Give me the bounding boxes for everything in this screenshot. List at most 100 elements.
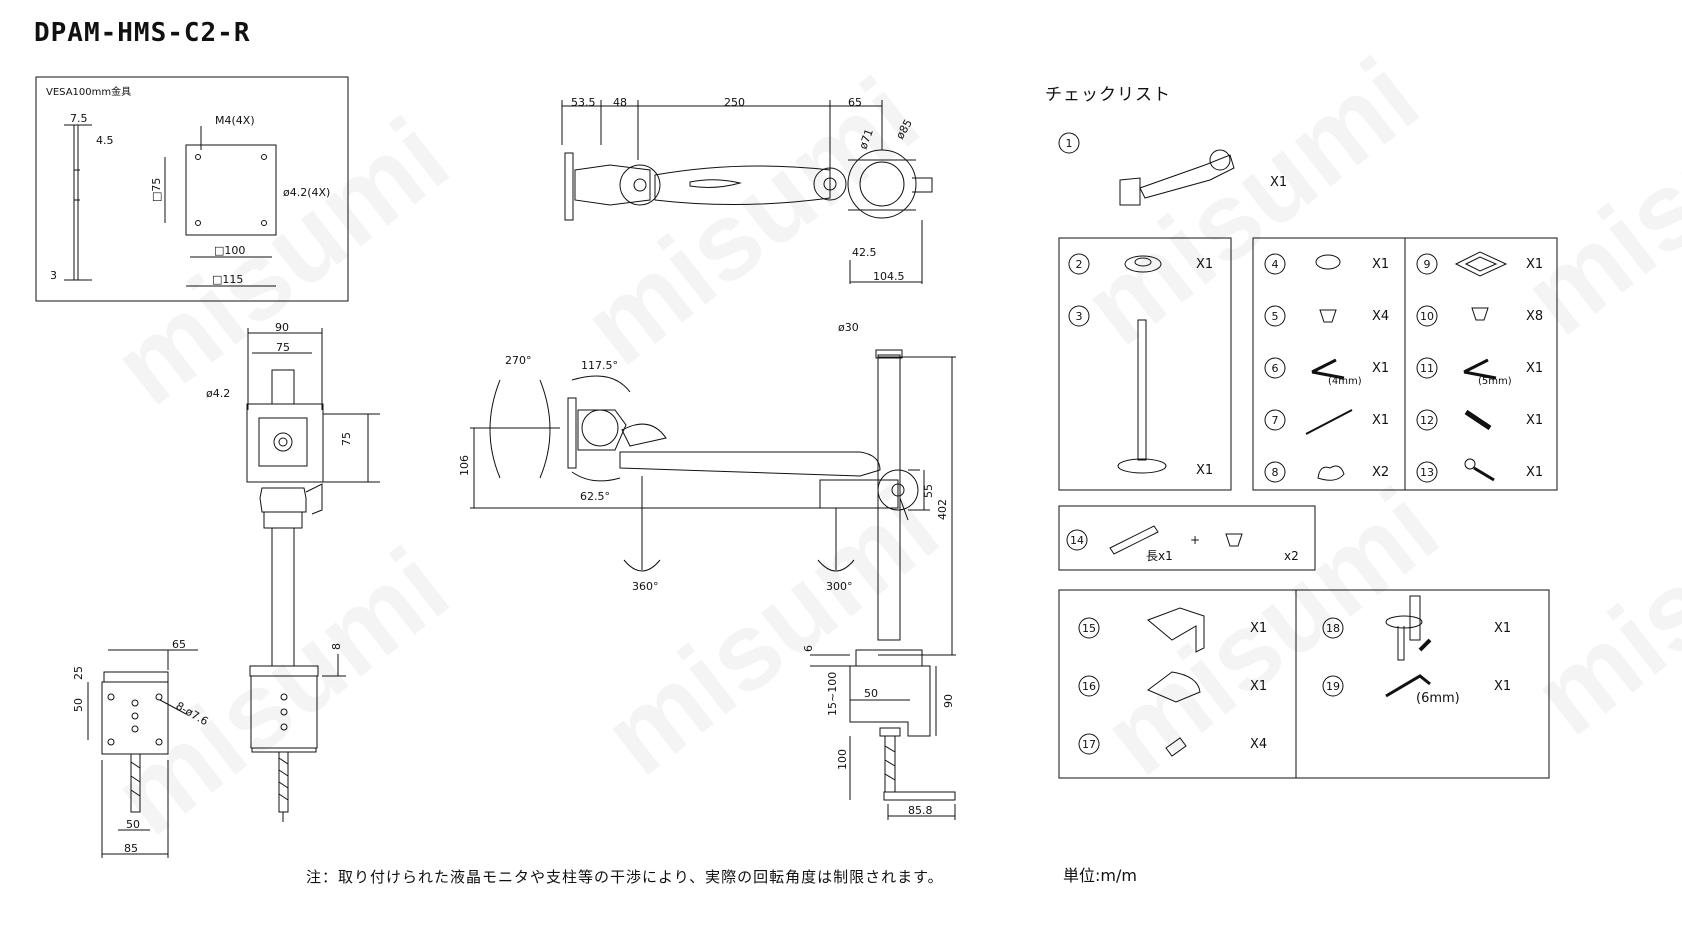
vesa-heading: VESA100mm金具 xyxy=(46,85,131,98)
item-qty: X1 xyxy=(1250,679,1267,694)
dim-label: M4(4X) xyxy=(215,114,255,127)
item-qty: X1 xyxy=(1196,463,1213,478)
checklist-col-2: 9 X1 10 X8 11 (5mm) X1 12 X1 13 xyxy=(1416,251,1543,483)
dim-label: 7.5 xyxy=(70,112,88,125)
item-qty: X8 xyxy=(1526,309,1543,324)
item-qty: X1 xyxy=(1372,257,1389,272)
item-qty: X2 xyxy=(1372,465,1389,480)
dim-label: 360° xyxy=(632,580,659,593)
item-number: 1 xyxy=(1066,137,1073,150)
checklist: 1 X1 2 X1 3 X1 4 X1 xyxy=(1058,132,1558,779)
item-qty: X4 xyxy=(1250,737,1267,752)
item-qty: 長x1 xyxy=(1146,549,1173,563)
item-number: 2 xyxy=(1076,258,1083,271)
item-number: 10 xyxy=(1420,310,1434,323)
item-number: 6 xyxy=(1272,362,1279,375)
item-label: (5mm) xyxy=(1478,376,1512,387)
dim-label: 8-ø7.6 xyxy=(174,699,211,728)
item-number: 3 xyxy=(1076,310,1083,323)
item-qty: X1 xyxy=(1526,361,1543,376)
dim-label: 402 xyxy=(936,499,949,520)
dim-label: □100 xyxy=(214,244,245,257)
dim-label: 53.5 xyxy=(571,96,596,109)
item-label: (6mm) xyxy=(1416,691,1460,706)
item-number: 11 xyxy=(1420,362,1434,375)
dim-label: □75 xyxy=(150,178,163,202)
item-number: 15 xyxy=(1082,622,1096,635)
dim-label: □115 xyxy=(212,273,243,286)
item-plus: + xyxy=(1190,533,1200,547)
dim-label: 104.5 xyxy=(873,270,905,283)
item-number: 13 xyxy=(1420,466,1434,479)
item-qty: X1 xyxy=(1372,413,1389,428)
dim-label: 106 xyxy=(458,455,471,476)
dim-label: 3 xyxy=(50,269,57,282)
item-number: 4 xyxy=(1272,258,1279,271)
item-number: 18 xyxy=(1326,622,1340,635)
dim-label: 100 xyxy=(836,749,849,770)
vesa-bracket-view: VESA100mm金具 7.5 4.5 3 M4(4X) □75 ø4.2(4X… xyxy=(35,76,349,302)
dim-label: 6 xyxy=(802,645,815,652)
dim-label: 42.5 xyxy=(852,246,877,259)
item-qty: X1 xyxy=(1372,361,1389,376)
dim-label: 62.5° xyxy=(580,490,610,503)
item-number: 19 xyxy=(1326,680,1340,693)
arm-top-view: 53.5 48 250 65 ø71 ø85 104.5 42.5 xyxy=(561,96,933,284)
dim-label: ø30 xyxy=(838,321,859,334)
dim-label: 85 xyxy=(124,842,138,855)
base-view: 65 25 50 8-ø7.6 50 85 xyxy=(72,638,210,858)
dim-label: 65 xyxy=(172,638,186,651)
dim-label: 250 xyxy=(724,96,745,109)
dim-label: 8 xyxy=(330,643,343,650)
item-number: 12 xyxy=(1420,414,1434,427)
dim-label: 90 xyxy=(942,694,955,708)
item-qty: X4 xyxy=(1372,309,1389,324)
front-view: 90 75 ø4.2 75 xyxy=(206,321,380,822)
dim-label: 55 xyxy=(922,484,935,498)
item-label: (4mm) xyxy=(1328,376,1362,387)
item-qty: X1 xyxy=(1270,175,1287,190)
model-title: DPAM-HMS-C2-R xyxy=(34,18,251,48)
dim-label: 75 xyxy=(340,432,353,446)
item-number: 7 xyxy=(1272,414,1279,427)
dim-label: ø71 xyxy=(857,127,876,151)
checklist-title: チェックリスト xyxy=(1045,85,1171,105)
dim-label: 65 xyxy=(848,96,862,109)
dim-label: ø4.2(4X) xyxy=(283,186,330,199)
dim-label: 85.8 xyxy=(908,804,933,817)
dim-label: 15~100 xyxy=(826,672,839,716)
dim-label: ø4.2 xyxy=(206,387,230,400)
rotation-note: 注：取り付けられた液晶モニタや支柱等の干渉により、実際の回転角度は制限されます。 xyxy=(306,868,944,886)
item-qty: X1 xyxy=(1196,257,1213,272)
dim-label: 117.5° xyxy=(581,359,618,372)
dim-label: 300° xyxy=(826,580,853,593)
dim-label: ø85 xyxy=(893,117,915,141)
dim-label: 50 xyxy=(864,687,878,700)
checklist-col-1: 4 X1 5 X4 6 (4mm) X1 7 X1 8 X2 xyxy=(1264,253,1389,483)
side-view: ø30 402 55 270° 117.5° xyxy=(458,321,956,820)
dim-label: 50 xyxy=(126,818,140,831)
item-number: 8 xyxy=(1272,466,1279,479)
item-number: 17 xyxy=(1082,738,1096,751)
item-qty: X1 xyxy=(1526,465,1543,480)
item-qty: X1 xyxy=(1250,621,1267,636)
dim-label: 90 xyxy=(275,321,289,334)
item-qty: X1 xyxy=(1494,679,1511,694)
dim-label: 25 xyxy=(72,666,85,680)
item-qty: X1 xyxy=(1526,413,1543,428)
dim-label: 48 xyxy=(613,96,627,109)
dim-label: 4.5 xyxy=(96,134,114,147)
item-number: 5 xyxy=(1272,310,1279,323)
item-qty: X1 xyxy=(1494,621,1511,636)
unit-label: 単位:m/m xyxy=(1063,866,1137,885)
dim-label: 270° xyxy=(505,354,532,367)
item-number: 14 xyxy=(1070,534,1084,547)
dim-label: 50 xyxy=(72,698,85,712)
item-qty: X1 xyxy=(1526,257,1543,272)
item-number: 16 xyxy=(1082,680,1096,693)
item-qty: x2 xyxy=(1284,549,1299,563)
item-number: 9 xyxy=(1424,258,1431,271)
dim-label: 75 xyxy=(276,341,290,354)
